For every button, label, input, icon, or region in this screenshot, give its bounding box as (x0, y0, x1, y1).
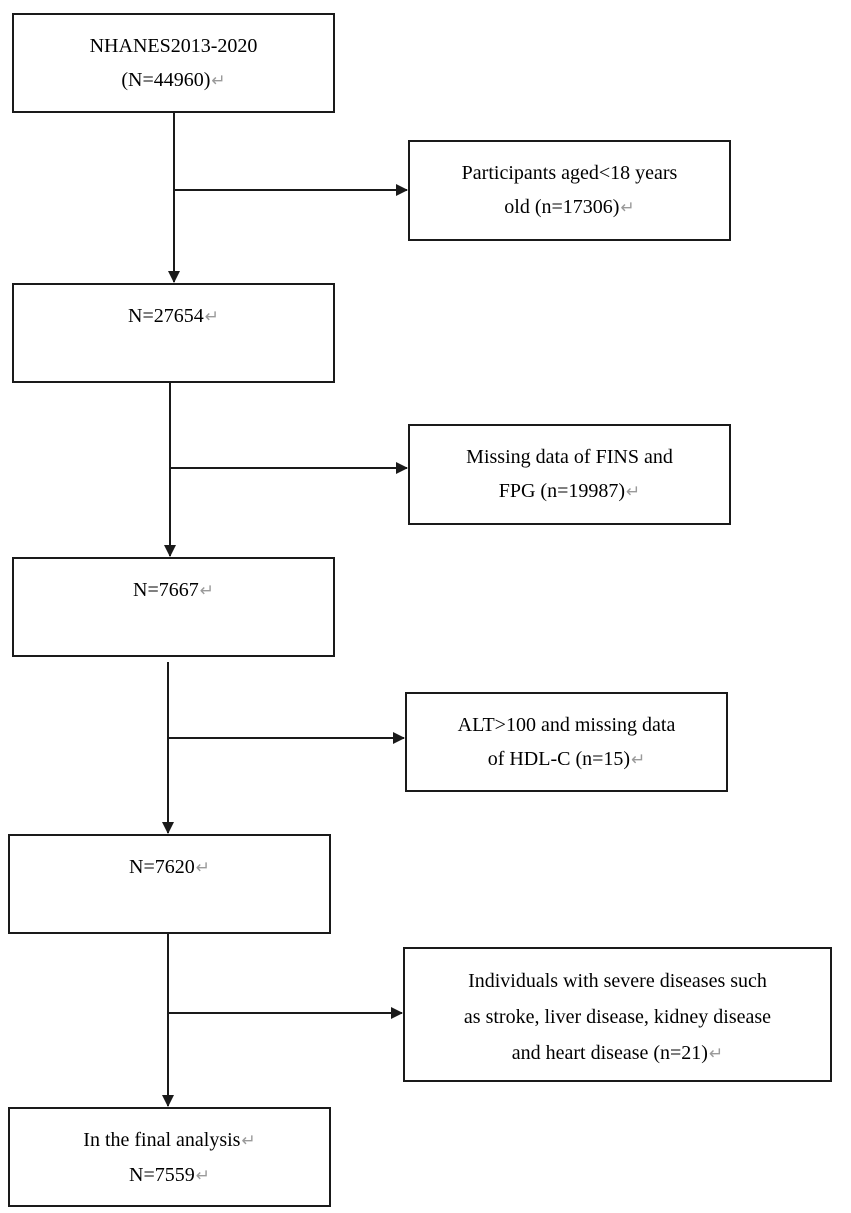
return-mark-icon: ↵ (199, 581, 214, 601)
exclusion-box-3: ALT>100 and missing data of HDL-C (n=15)… (405, 692, 728, 792)
remaining-1-line-1: N=27654↵ (128, 305, 219, 327)
start-line-2: (N=44960)↵ (121, 69, 226, 91)
exclusion-box-1: Participants aged<18 years old (n=17306)… (408, 140, 731, 241)
return-mark-icon: ↵ (195, 858, 210, 878)
exclusion-3-line-2: of HDL-C (n=15)↵ (487, 748, 646, 770)
return-mark-icon: ↵ (626, 482, 641, 502)
exclusion-4-line-1: Individuals with severe diseases such (468, 970, 767, 992)
return-mark-icon: ↵ (241, 1131, 256, 1151)
final-line-1: In the final analysis↵ (83, 1129, 256, 1151)
remaining-box-1: N=27654↵ (12, 283, 335, 383)
remaining-box-3: N=7620↵ (8, 834, 331, 934)
exclusion-4-line-3: and heart disease (n=21)↵ (511, 1042, 724, 1064)
return-mark-icon: ↵ (211, 71, 226, 91)
exclusion-box-4: Individuals with severe diseases such as… (403, 947, 832, 1082)
return-mark-icon: ↵ (708, 1044, 724, 1064)
start-box: NHANES2013-2020 (N=44960)↵ (12, 13, 335, 113)
remaining-3-line-1: N=7620↵ (129, 856, 210, 878)
return-mark-icon: ↵ (195, 1166, 210, 1186)
return-mark-icon: ↵ (631, 750, 646, 770)
exclusion-3-line-1: ALT>100 and missing data (457, 714, 676, 736)
final-line-2: N=7559↵ (129, 1164, 210, 1186)
exclusion-1-line-2: old (n=17306)↵ (504, 196, 635, 218)
return-mark-icon: ↵ (204, 307, 219, 327)
final-analysis-box: In the final analysis↵ N=7559↵ (8, 1107, 331, 1207)
remaining-box-2: N=7667↵ (12, 557, 335, 657)
exclusion-2-line-1: Missing data of FINS and (466, 446, 673, 468)
start-line-1: NHANES2013-2020 (89, 35, 258, 57)
exclusion-1-line-1: Participants aged<18 years (461, 162, 678, 184)
exclusion-4-line-2: as stroke, liver disease, kidney disease (463, 1006, 772, 1028)
exclusion-2-line-2: FPG (n=19987)↵ (498, 480, 641, 502)
remaining-2-line-1: N=7667↵ (133, 579, 214, 601)
return-mark-icon: ↵ (620, 198, 635, 218)
exclusion-box-2: Missing data of FINS and FPG (n=19987)↵ (408, 424, 731, 525)
